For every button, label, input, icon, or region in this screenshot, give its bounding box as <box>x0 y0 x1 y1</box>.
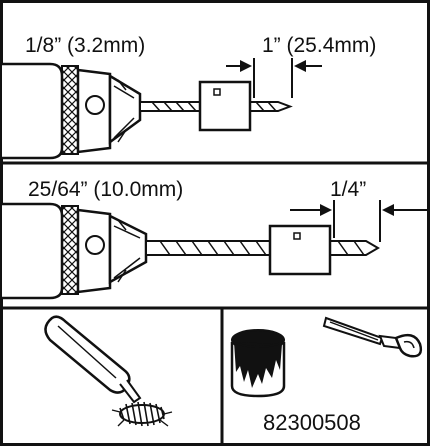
bit-size-label: 1/8” (3.2mm) <box>25 34 145 57</box>
paint-can-icon <box>230 329 286 398</box>
dimension-arrows-top <box>226 58 322 98</box>
panel-top-small-bit: 1/8” (3.2mm) 1” (25.4mm) <box>2 34 376 160</box>
part-number: 82300508 <box>263 410 361 435</box>
paint-brush-icon <box>322 316 423 358</box>
wire-brush-icon <box>44 315 173 427</box>
bit-size-label: 25/64” (10.0mm) <box>28 178 183 201</box>
stop-distance-label: 1/4” <box>330 178 366 201</box>
panel-middle-large-bit: 25/64” (10.0mm) 1/4” <box>2 178 428 300</box>
drill-chuck-top <box>2 62 142 160</box>
panel-bottom-left-brush <box>44 315 173 427</box>
dimension-arrows-middle <box>290 200 428 242</box>
panel-bottom-right-paint: 82300508 <box>230 316 423 435</box>
stop-distance-label: 1” (25.4mm) <box>262 34 376 57</box>
stop-collar-middle <box>268 224 332 276</box>
drill-bit-middle <box>145 240 380 256</box>
drill-chuck-middle <box>2 202 148 300</box>
stop-collar-top <box>198 80 252 132</box>
